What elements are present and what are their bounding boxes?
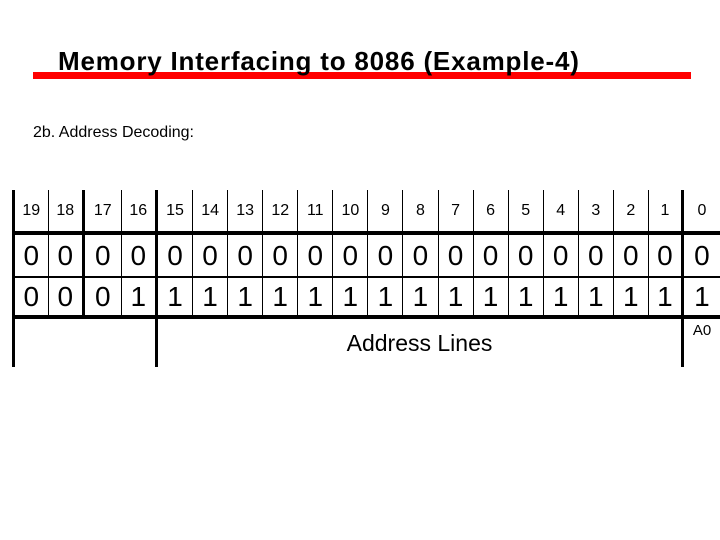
bit-index-cell: 5 [509, 190, 544, 231]
bit-index-cell: 0 [697, 201, 707, 219]
title-underline-bar [33, 72, 691, 79]
a0-label: A0 [692, 322, 712, 339]
bit-value-cell: 0 [12, 235, 49, 276]
bit-index-cell: 17 [85, 190, 122, 231]
bit-index-cell: 4 [544, 190, 579, 231]
bit-index-cell: 11 [298, 190, 334, 231]
bit-value-cell: 0 [263, 235, 299, 276]
bit-index-cell: 3 [579, 190, 614, 231]
bit-value-cell: 1 [263, 278, 299, 315]
bit-value-cell: 1 [122, 278, 158, 315]
bit-index-cell: 7 [439, 190, 474, 231]
bit-value-cell: 0 [193, 235, 229, 276]
bit-value-cell: 0 [403, 235, 439, 276]
bit-index-cell: 12 [263, 190, 299, 231]
bit-value-cell: 0 [85, 278, 122, 315]
bit-value-cell: 0 [12, 278, 49, 315]
bit-value-cell: 0 [298, 235, 334, 276]
bit-value-cell: 1 [368, 278, 404, 315]
bit-value-cell: 0 [694, 239, 710, 271]
bit-value-cell: 1 [333, 278, 369, 315]
bit-value-cell: 1 [509, 278, 544, 315]
bit-value-cell: 0 [49, 235, 85, 276]
bit-index-cell: 19 [12, 190, 49, 231]
bit-value-cell: 1 [158, 278, 194, 315]
bit-index-cell: 15 [158, 190, 194, 231]
bit-value-cell: 1 [474, 278, 509, 315]
bit-value-cell: 0 [579, 235, 614, 276]
bit-value-cell: 0 [509, 235, 544, 276]
slide-title: Memory Interfacing to 8086 (Example-4) [58, 46, 580, 76]
bit-value-cell: 0 [228, 235, 264, 276]
bit-value-cell: 0 [158, 235, 194, 276]
bit-value-cell: 0 [649, 235, 684, 276]
bit-value-cell: 0 [333, 235, 369, 276]
bit-value-cell: 1 [694, 280, 710, 312]
bit-value-cell: 0 [122, 235, 158, 276]
bit-value-cell: 1 [228, 278, 264, 315]
bit-value-cell: 0 [49, 278, 85, 315]
bit-value-cell: 1 [579, 278, 614, 315]
bit-index-cell: 6 [474, 190, 509, 231]
bit-value-cell: 1 [298, 278, 334, 315]
bit-value-cell: 1 [544, 278, 579, 315]
bit-value-cell: 1 [614, 278, 649, 315]
bit-value-cell: 0 [544, 235, 579, 276]
bit-value-cell: 0 [614, 235, 649, 276]
bit-index-cell: 10 [333, 190, 369, 231]
bit-index-cell: 16 [122, 190, 158, 231]
bit-value-cell: 1 [649, 278, 684, 315]
bit-value-cell: 1 [439, 278, 474, 315]
bit-index-cell: 14 [193, 190, 229, 231]
bit-index-cell: 13 [228, 190, 264, 231]
bit-value-cell: 1 [403, 278, 439, 315]
bit-index-cell: 2 [614, 190, 649, 231]
bit-value-cell: 0 [474, 235, 509, 276]
bit-value-cell: 1 [193, 278, 229, 315]
footer-spacer-cell [12, 319, 158, 367]
bit-value-cell: 0 [85, 235, 122, 276]
section-label: 2b. Address Decoding: [33, 124, 194, 141]
table-footer: Address Lines A0 [12, 319, 720, 367]
address-lines-label: Address Lines [158, 319, 684, 367]
bit-index-cell: 1 [649, 190, 684, 231]
bit-index-cell: 8 [403, 190, 439, 231]
bit-index-cell: 18 [49, 190, 85, 231]
table-divider-middle [12, 276, 720, 278]
bit-index-cell: 9 [368, 190, 404, 231]
bit-value-cell: 0 [439, 235, 474, 276]
table-divider-top [12, 231, 720, 235]
bit-value-cell: 0 [368, 235, 404, 276]
table-divider-bottom [12, 315, 720, 319]
